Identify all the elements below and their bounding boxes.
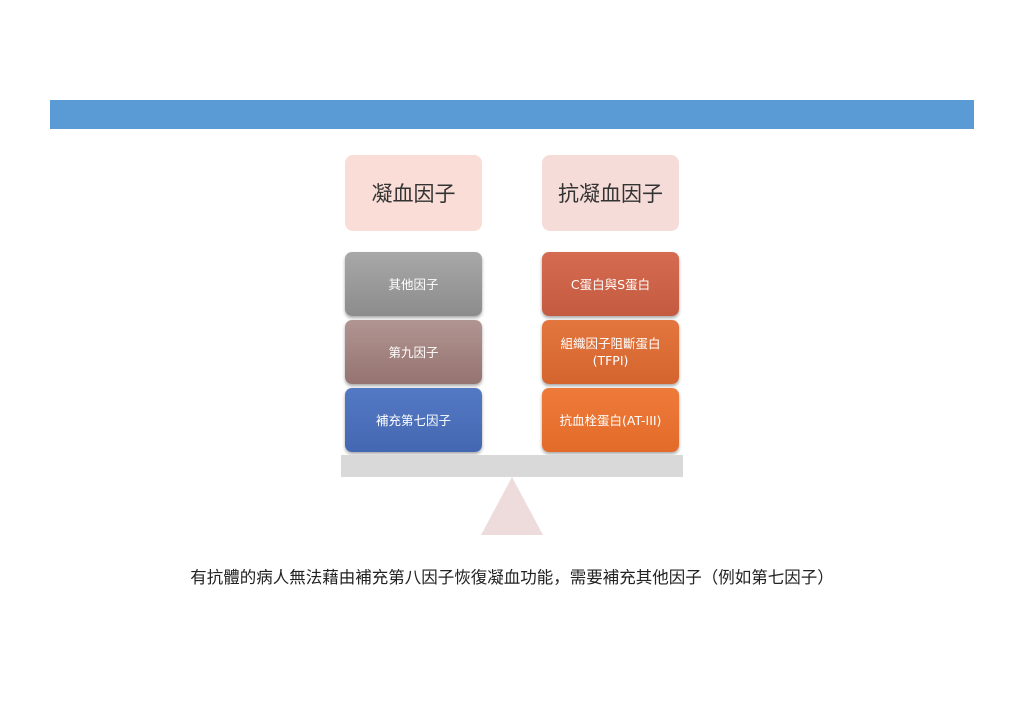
top-banner-bar	[50, 100, 974, 129]
right-block-protein-c-s: C蛋白與S蛋白	[542, 252, 679, 316]
left-block-factor-vii-supplement: 補充第七因子	[345, 388, 482, 452]
anticoagulation-factor-header: 抗凝血因子	[542, 155, 679, 231]
balance-fulcrum	[481, 477, 543, 535]
coagulation-factor-header-label: 凝血因子	[371, 182, 456, 206]
left-block-label: 補充第七因子	[375, 412, 451, 428]
right-block-label: C蛋白與S蛋白	[570, 276, 651, 292]
right-block-label: 組織因子阻斷蛋白 (TFPI)	[560, 336, 661, 368]
balance-beam	[341, 455, 683, 477]
left-block-other-factors: 其他因子	[345, 252, 482, 316]
right-block-label: 抗血栓蛋白(AT-III)	[559, 412, 662, 428]
anticoagulation-factor-header-label: 抗凝血因子	[558, 182, 663, 206]
right-block-tfpi: 組織因子阻斷蛋白 (TFPI)	[542, 320, 679, 384]
right-block-antithrombin: 抗血栓蛋白(AT-III)	[542, 388, 679, 452]
left-block-label: 第九因子	[388, 344, 439, 360]
caption-text: 有抗體的病人無法藉由補充第八因子恢復凝血功能，需要補充其他因子（例如第七因子）	[190, 568, 834, 587]
left-block-label: 其他因子	[388, 276, 439, 292]
left-block-factor-ix: 第九因子	[345, 320, 482, 384]
coagulation-factor-header: 凝血因子	[345, 155, 482, 231]
